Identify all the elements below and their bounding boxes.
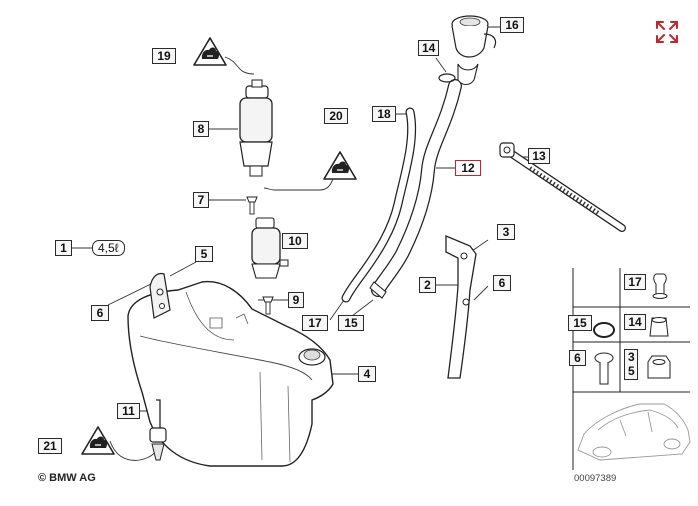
callout-3[interactable]: 3 bbox=[497, 224, 515, 240]
legend-callout-15[interactable]: 15 bbox=[568, 315, 592, 331]
callout-7[interactable]: 7 bbox=[193, 192, 209, 208]
callout-13[interactable]: 13 bbox=[528, 148, 550, 164]
callout-19[interactable]: 19 bbox=[152, 48, 176, 64]
callout-18[interactable]: 18 bbox=[372, 106, 396, 122]
callout-20[interactable]: 20 bbox=[324, 108, 348, 124]
legend-callout-3[interactable]: 3 bbox=[624, 349, 638, 365]
legend-callout-5[interactable]: 5 bbox=[624, 364, 638, 380]
callout-11[interactable]: 11 bbox=[117, 403, 140, 419]
callout-16[interactable]: 16 bbox=[500, 17, 524, 33]
callout-9[interactable]: 9 bbox=[288, 292, 304, 308]
callout-15[interactable]: 15 bbox=[338, 315, 364, 331]
callout-1[interactable]: 1 bbox=[55, 240, 72, 256]
callout-17[interactable]: 17 bbox=[302, 315, 328, 331]
legend-callout-14[interactable]: 14 bbox=[624, 314, 646, 330]
capacity-badge: 4,5ℓ bbox=[92, 240, 125, 256]
callout-14[interactable]: 14 bbox=[418, 40, 439, 56]
callout-10[interactable]: 10 bbox=[282, 233, 308, 249]
callout-5[interactable]: 5 bbox=[195, 246, 213, 262]
callout-2[interactable]: 2 bbox=[419, 277, 436, 293]
expand-icon[interactable] bbox=[655, 20, 679, 44]
car-silhouette-icon bbox=[577, 403, 691, 461]
callout-8[interactable]: 8 bbox=[193, 121, 209, 137]
callout-6-bracket[interactable]: 6 bbox=[493, 275, 511, 291]
warning-triangle-icon bbox=[193, 37, 227, 66]
callout-6-tank[interactable]: 6 bbox=[91, 305, 109, 321]
callout-21[interactable]: 21 bbox=[38, 438, 62, 454]
copyright-text: © BMW AG bbox=[38, 472, 96, 484]
catalog-number: 00097389 bbox=[574, 473, 617, 484]
warning-triangle-icon bbox=[81, 426, 115, 455]
callout-12-selected[interactable]: 12 bbox=[455, 160, 481, 176]
callout-4[interactable]: 4 bbox=[358, 366, 376, 382]
legend-callout-17[interactable]: 17 bbox=[624, 274, 646, 290]
warning-triangle-icon bbox=[323, 151, 357, 180]
legend-callout-6[interactable]: 6 bbox=[569, 350, 586, 366]
